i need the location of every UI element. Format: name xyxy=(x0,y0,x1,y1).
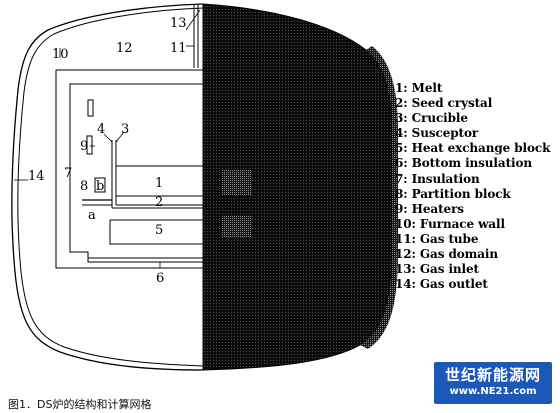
leader-4 xyxy=(103,133,113,143)
label-14: 14 xyxy=(28,169,45,184)
legend-item: 8: Partition block xyxy=(395,186,511,201)
label-13: 13 xyxy=(170,16,187,31)
insulation-outline xyxy=(55,69,203,269)
legend-item: 6: Bottom insulation xyxy=(395,156,532,171)
label-5: 5 xyxy=(155,223,163,238)
legend-item: 1: Melt xyxy=(395,81,443,95)
furnace-wall-inner xyxy=(17,7,204,367)
heater-upper xyxy=(87,99,94,117)
figure-caption: 图1．DS炉的结构和计算网格 xyxy=(8,398,152,411)
legend-item: 9: Heaters xyxy=(395,201,464,216)
mesh-refined-block-lower xyxy=(222,215,252,237)
legend-item: 10: Furnace wall xyxy=(395,216,505,231)
label-11: 11 xyxy=(170,41,187,56)
label-7: 7 xyxy=(64,166,72,181)
watermark-title: 世纪新能源网 xyxy=(444,366,541,384)
label-2: 2 xyxy=(155,195,163,210)
label-a: a xyxy=(88,208,96,223)
legend-item: 7: Insulation xyxy=(395,171,480,186)
label-9: 9 xyxy=(80,139,88,154)
legend-item: 4: Susceptor xyxy=(395,126,479,141)
label-3: 3 xyxy=(121,122,129,137)
leader-3 xyxy=(115,131,125,143)
mesh-refined-block-upper xyxy=(222,170,252,196)
legend-item: 3: Crucible xyxy=(395,111,468,126)
partition-block xyxy=(94,177,106,193)
label-1: 1 xyxy=(155,176,163,191)
legend-list: 1: Melt 2: Seed crystal 3: Crucible 4: S… xyxy=(395,81,550,292)
label-8: 8 xyxy=(80,179,88,194)
furnace-wall-outline xyxy=(11,3,204,371)
legend-item: 11: Gas tube xyxy=(395,231,479,246)
insulation-inner-outline xyxy=(69,83,203,263)
watermark-url: www.NE21.com xyxy=(449,386,537,397)
label-12: 12 xyxy=(116,41,133,56)
legend-item: 12: Gas domain xyxy=(395,247,499,262)
legend-item: 2: Seed crystal xyxy=(395,96,493,111)
legend-item: 5: Heat exchange block xyxy=(395,141,551,156)
leader-13 xyxy=(185,9,201,31)
legend-item: 14: Gas outlet xyxy=(395,277,488,292)
legend-item: 13: Gas inlet xyxy=(395,262,479,277)
label-10: 10 xyxy=(52,47,69,62)
heater-side xyxy=(86,135,93,155)
label-b: b xyxy=(96,179,104,194)
heat-exchange-block-outline xyxy=(109,220,203,245)
watermark-logo: 世纪新能源网 www.NE21.com xyxy=(434,362,552,404)
label-6: 6 xyxy=(156,271,164,286)
label-4: 4 xyxy=(97,122,105,137)
